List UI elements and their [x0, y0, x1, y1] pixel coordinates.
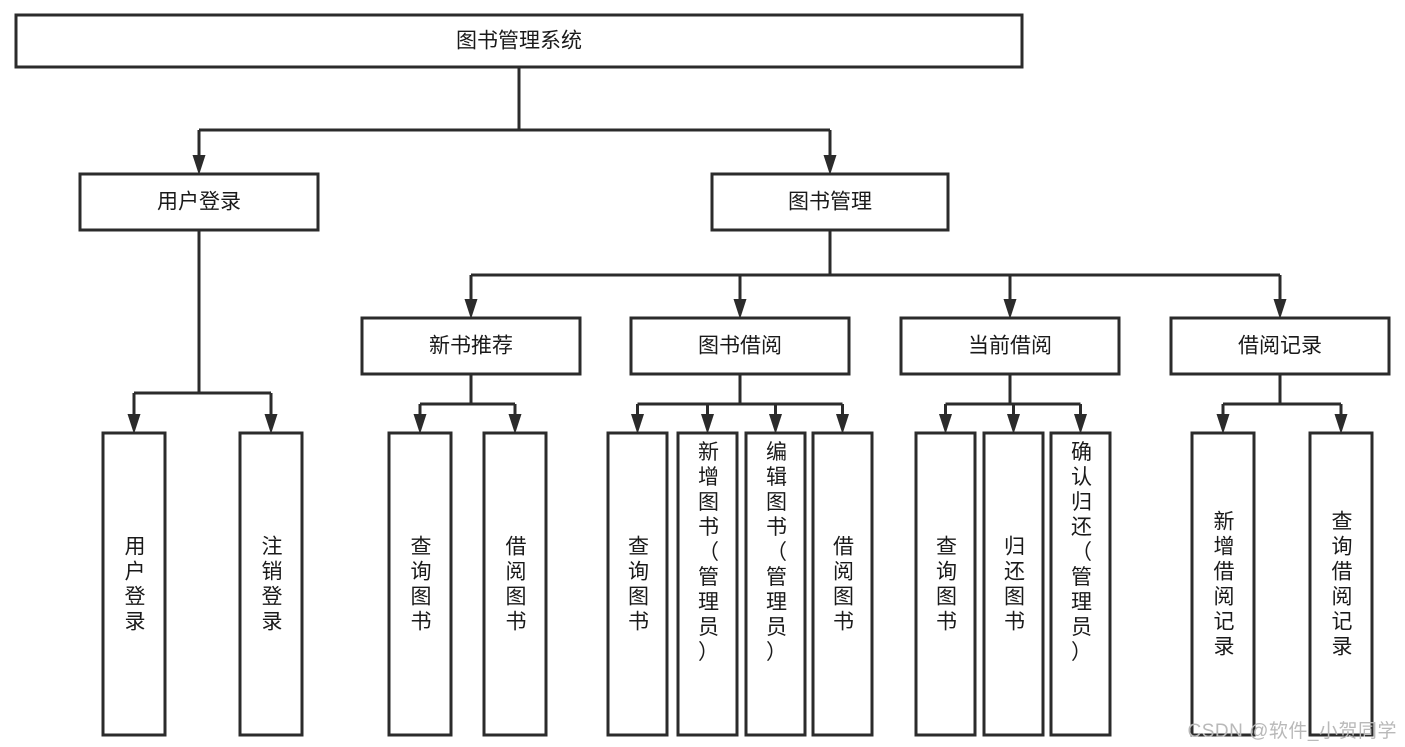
node-label: 借阅图书: [506, 536, 527, 634]
node-label: 图书管理系统: [456, 30, 582, 53]
node-l4-borrow-book-a[interactable]: 借阅图书: [482, 431, 548, 737]
node-box: [14, 13, 1024, 69]
node-l4-edit-book[interactable]: 编辑图书（管理员）: [744, 431, 807, 737]
node-l2-book-manage[interactable]: 图书管理: [710, 172, 950, 232]
node-box: [676, 431, 739, 737]
arrow-head-icon: [823, 155, 837, 175]
arrow-head-icon: [1074, 414, 1087, 434]
node-l4-add-book[interactable]: 新增图书（管理员）: [676, 431, 739, 737]
arrow-head-icon: [769, 414, 782, 434]
node-l4-borrow-book-b[interactable]: 借阅图书: [811, 431, 874, 737]
node-label: 查询图书: [411, 536, 432, 634]
node-box: [238, 431, 304, 737]
node-box: [744, 431, 807, 737]
node-box: [982, 431, 1045, 737]
node-l3-current-borrow[interactable]: 当前借阅: [899, 316, 1121, 376]
node-box: [101, 431, 167, 737]
node-l4-confirm-return[interactable]: 确认归还（管理员）: [1049, 431, 1112, 737]
arrow-head-icon: [1334, 414, 1348, 434]
node-l2-user-login[interactable]: 用户登录: [78, 172, 320, 232]
node-l4-return-book[interactable]: 归还图书: [982, 431, 1045, 737]
arrow-head-icon: [1003, 299, 1017, 319]
node-l4-query-book-a[interactable]: 查询图书: [387, 431, 453, 737]
node-box: [360, 316, 582, 376]
arrow-head-icon: [464, 299, 478, 319]
node-box: [606, 431, 669, 737]
arrow-head-icon: [939, 414, 952, 434]
node-l4-logout-login[interactable]: 注销登录: [238, 431, 304, 737]
node-box: [1169, 316, 1391, 376]
node-box: [914, 431, 977, 737]
node-label: 编辑图书（管理员）: [766, 441, 787, 664]
node-l4-user-login[interactable]: 用户登录: [101, 431, 167, 737]
node-l4-query-book-c[interactable]: 查询图书: [914, 431, 977, 737]
node-box: [1049, 431, 1112, 737]
node-label: 查询图书: [628, 536, 649, 634]
node-label: 归还图书: [1004, 536, 1025, 634]
arrow-head-icon: [631, 414, 644, 434]
node-label: 查询图书: [936, 536, 957, 634]
arrow-head-icon: [1007, 414, 1020, 434]
node-label: 借阅记录: [1238, 335, 1322, 358]
node-label: 新增借阅记录: [1214, 511, 1235, 659]
node-l3-new-book-rec[interactable]: 新书推荐: [360, 316, 582, 376]
node-box: [482, 431, 548, 737]
node-box: [1308, 431, 1374, 737]
node-l4-add-record[interactable]: 新增借阅记录: [1190, 431, 1256, 737]
node-label: 新书推荐: [429, 335, 513, 358]
arrow-head-icon: [192, 155, 206, 175]
node-box: [629, 316, 851, 376]
arrow-head-icon: [733, 299, 747, 319]
node-box: [899, 316, 1121, 376]
arrow-head-icon: [508, 414, 522, 434]
node-box: [1190, 431, 1256, 737]
node-label: 借阅图书: [833, 536, 854, 634]
arrow-head-icon: [836, 414, 849, 434]
node-box: [811, 431, 874, 737]
node-box: [387, 431, 453, 737]
watermark-text: CSDN @软件_小贺同学: [1187, 721, 1397, 742]
node-label: 用户登录: [125, 536, 146, 634]
node-root[interactable]: 图书管理系统: [14, 13, 1024, 69]
node-l3-book-borrow[interactable]: 图书借阅: [629, 316, 851, 376]
node-label: 新增图书（管理员）: [698, 441, 719, 664]
arrow-head-icon: [1216, 414, 1230, 434]
node-box: [710, 172, 950, 232]
node-label: 查询借阅记录: [1332, 511, 1353, 659]
node-label: 图书管理: [788, 191, 872, 214]
node-label: 用户登录: [157, 191, 241, 214]
arrow-head-icon: [701, 414, 714, 434]
node-label: 图书借阅: [698, 335, 782, 358]
arrow-head-icon: [127, 414, 141, 434]
node-label: 确认归还（管理员）: [1071, 441, 1092, 664]
node-l4-query-record[interactable]: 查询借阅记录: [1308, 431, 1374, 737]
node-label: 当前借阅: [968, 335, 1052, 358]
node-box: [78, 172, 320, 232]
node-l3-borrow-record[interactable]: 借阅记录: [1169, 316, 1391, 376]
arrow-head-icon: [413, 414, 427, 434]
node-label: 注销登录: [262, 536, 283, 634]
arrow-head-icon: [264, 414, 278, 434]
arrow-head-icon: [1273, 299, 1287, 319]
node-l4-query-book-b[interactable]: 查询图书: [606, 431, 669, 737]
